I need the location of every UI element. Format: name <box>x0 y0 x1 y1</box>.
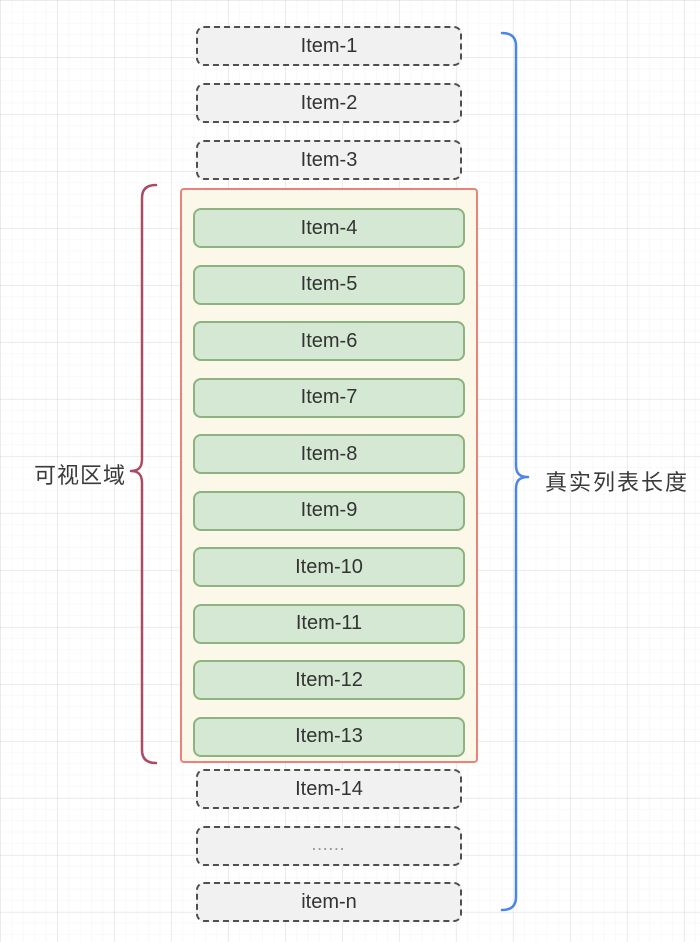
list-item: item-n <box>196 882 462 922</box>
real-list-length-label: 真实列表长度 <box>545 470 690 495</box>
list-item: Item-10 <box>193 547 465 587</box>
list-item: Item-9 <box>193 490 465 531</box>
list-item: Item-4 <box>193 208 465 248</box>
list-item: Item-3 <box>196 140 462 180</box>
list-item: ...... <box>196 825 462 866</box>
visible-area-bracket <box>129 183 158 765</box>
list-item: Item-7 <box>193 377 465 418</box>
list-item: Item-5 <box>193 264 465 305</box>
list-item: Item-6 <box>193 321 465 361</box>
list-item: Item-12 <box>193 660 465 700</box>
list-item: Item-14 <box>196 769 462 809</box>
list-item: Item-11 <box>193 603 465 644</box>
list-item: Item-13 <box>193 716 465 757</box>
real-length-bracket <box>500 31 530 912</box>
offscreen-items-bottom: Item-14...... item-n <box>196 769 462 922</box>
list-item: Item-1 <box>196 26 462 66</box>
visible-area-label: 可视区域 <box>33 463 126 488</box>
list-item: Item-8 <box>193 434 465 474</box>
list-item: Item-2 <box>196 83 462 123</box>
